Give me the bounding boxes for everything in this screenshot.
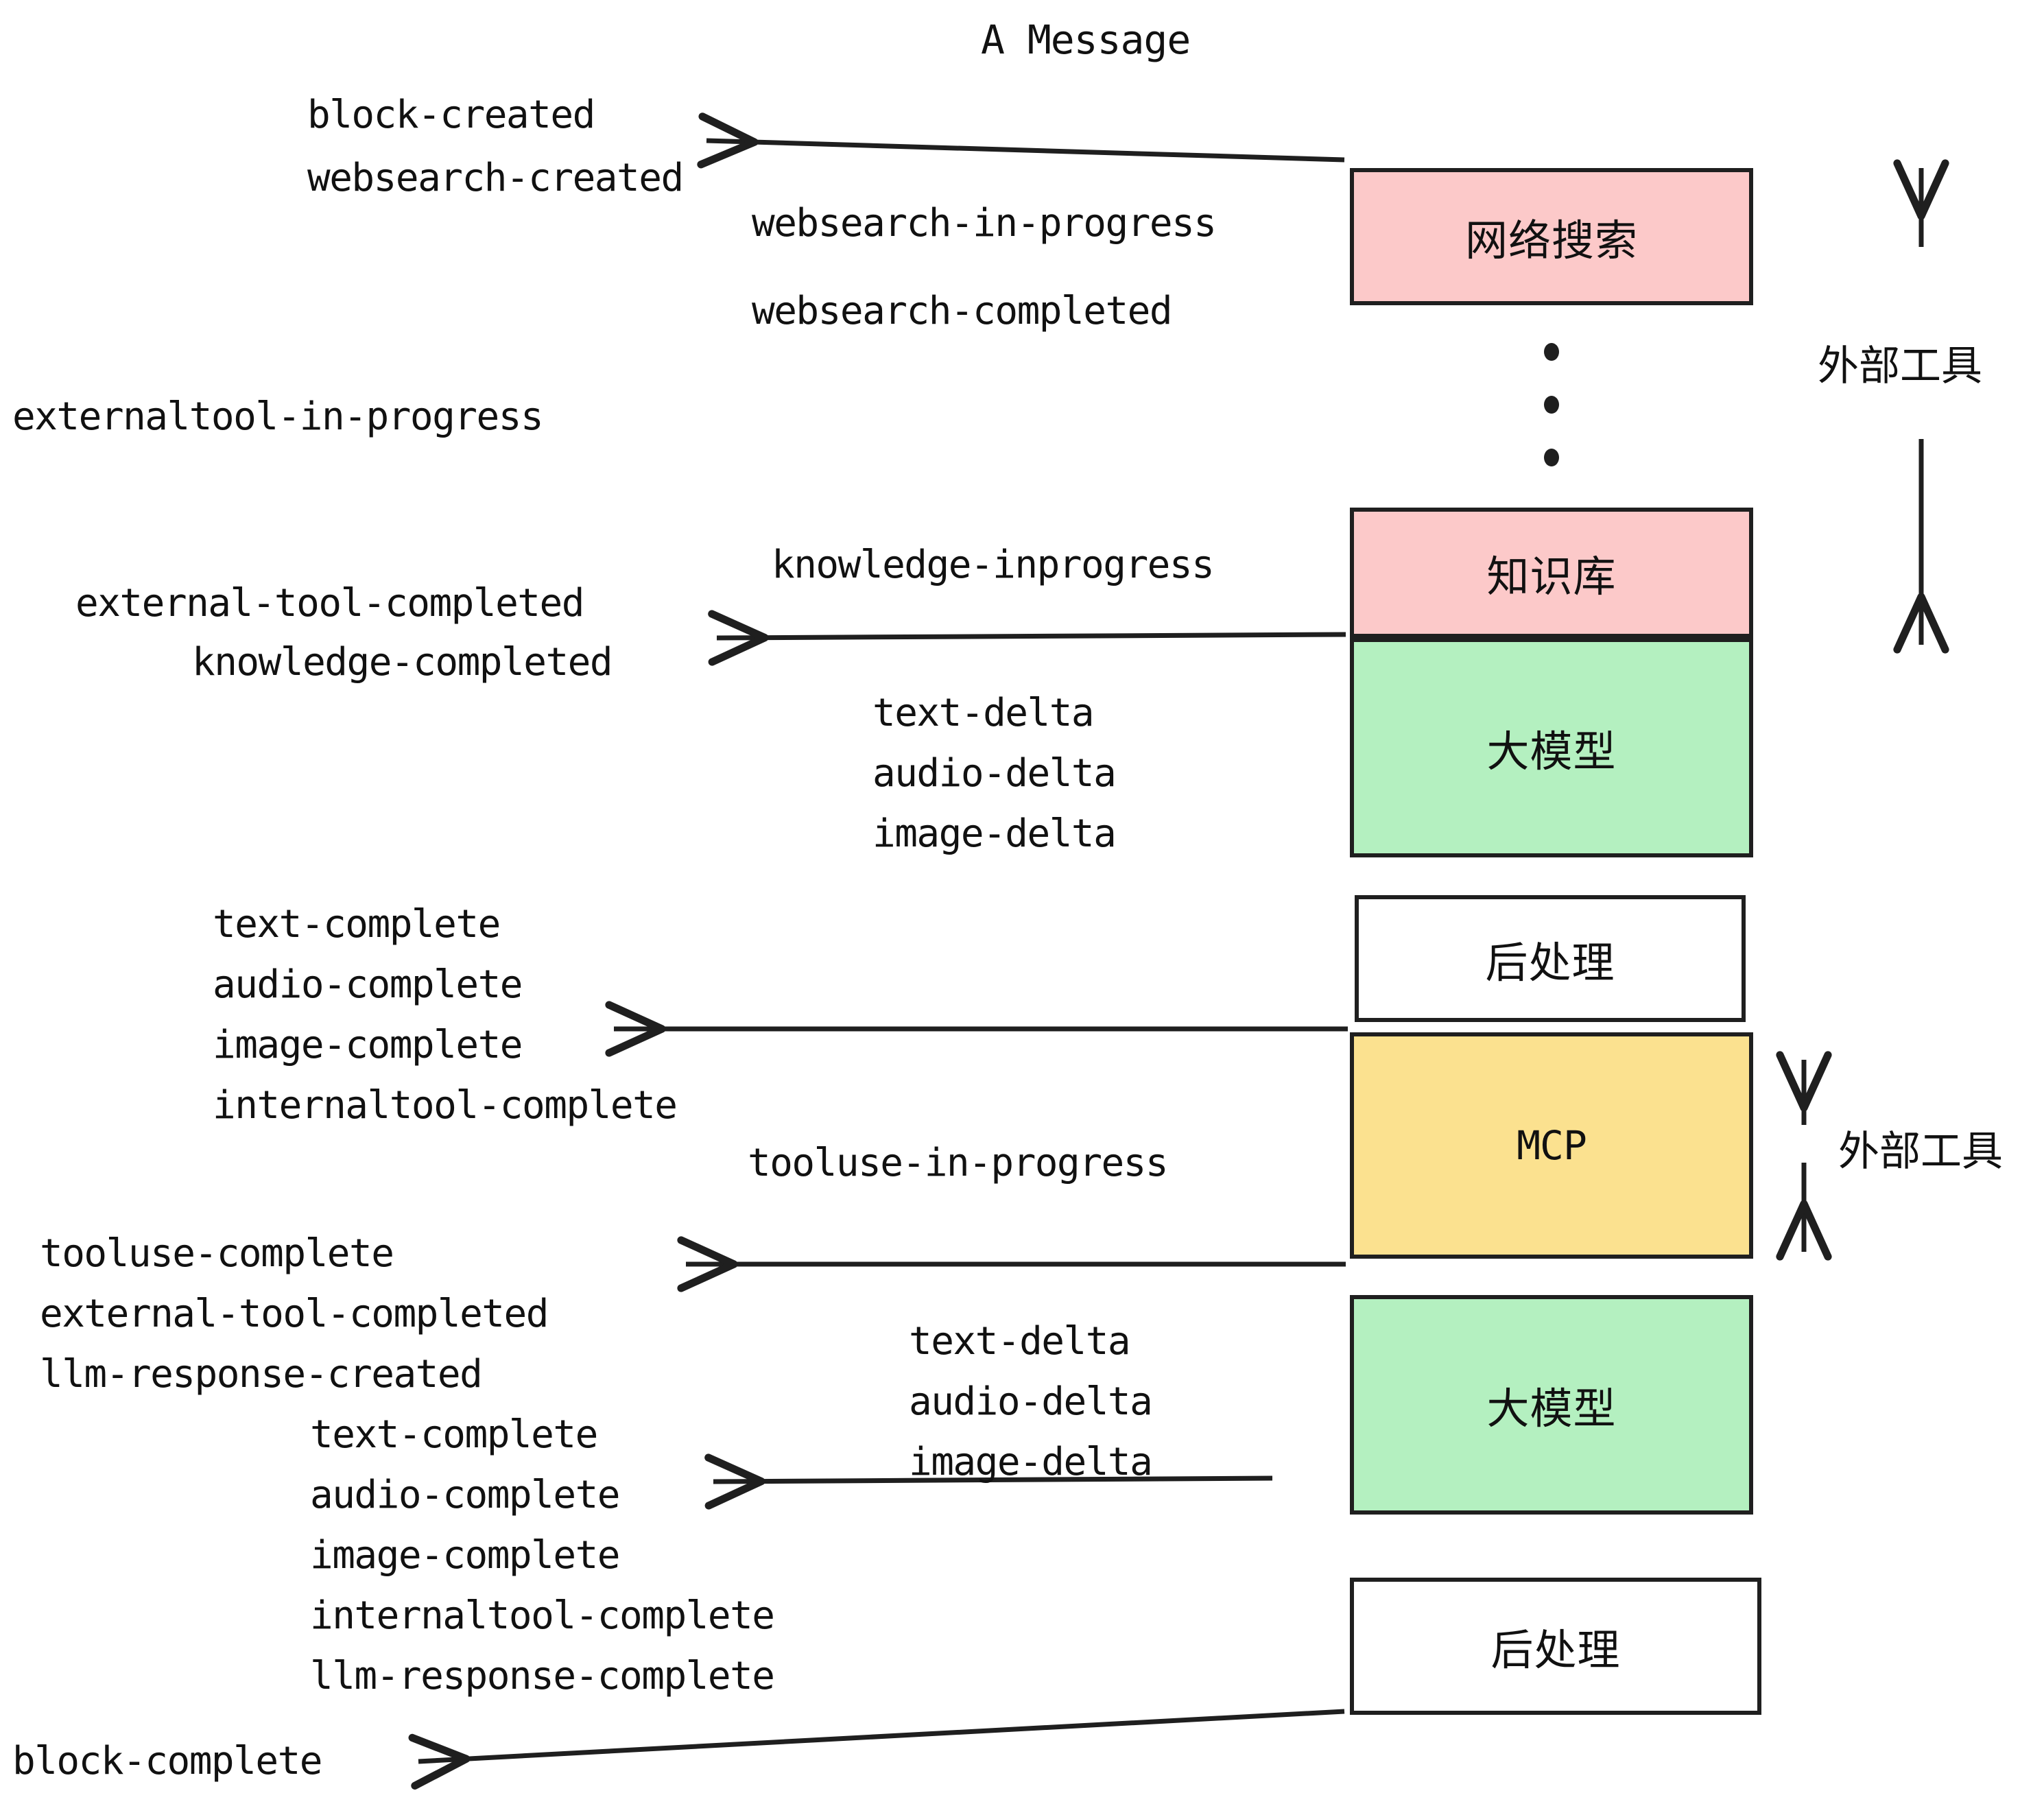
dot-1 (1544, 343, 1559, 361)
event-internaltool-complete-2: internaltool-complete (310, 1593, 775, 1638)
external-tools-bottom-label: 外部工具 (1838, 1128, 2003, 1176)
event-audio-delta-2: audio-delta (909, 1379, 1153, 1424)
event-image-delta-1: image-delta (872, 811, 1117, 856)
node-mcp-label: MCP (1517, 1122, 1587, 1169)
event-audio-delta-1: audio-delta (872, 751, 1117, 796)
event-internaltool-complete-1: internaltool-complete (213, 1083, 678, 1128)
event-knowledge-completed: knowledge-completed (192, 640, 613, 685)
event-external-tool-completed-2: external-tool-completed (40, 1292, 549, 1336)
event-text-delta-2: text-delta (909, 1319, 1131, 1364)
event-tooluse-in-progress: tooluse-in-progress (748, 1141, 1169, 1185)
ellipsis-dots (1543, 343, 1560, 466)
event-block-created: block-created (307, 93, 595, 137)
node-mcp[interactable]: MCP (1350, 1032, 1753, 1259)
node-llm-1-label: 大模型 (1486, 726, 1617, 776)
arrow-knowledge-to-knowledge-completed (708, 610, 1346, 666)
node-llm-2-label: 大模型 (1486, 1384, 1617, 1434)
node-knowledge[interactable]: 知识库 (1350, 508, 1753, 638)
node-postprocess-2[interactable]: 后处理 (1350, 1578, 1761, 1715)
event-audio-complete-2: audio-complete (310, 1473, 621, 1517)
dot-2 (1544, 396, 1559, 414)
event-websearch-completed: websearch-completed (752, 289, 1173, 333)
node-knowledge-label: 知识库 (1486, 551, 1617, 602)
node-websearch[interactable]: 网络搜索 (1350, 168, 1753, 305)
event-websearch-in-progress: websearch-in-progress (752, 201, 1217, 246)
event-llm-response-created: llm-response-created (40, 1352, 483, 1397)
node-postprocess-1[interactable]: 后处理 (1355, 895, 1746, 1022)
event-image-complete-2: image-complete (310, 1533, 621, 1578)
event-image-delta-2: image-delta (909, 1440, 1153, 1484)
event-text-delta-1: text-delta (872, 691, 1095, 735)
event-tooluse-complete: tooluse-complete (40, 1231, 394, 1276)
node-postprocess-1-label: 后处理 (1485, 937, 1615, 988)
event-text-complete-2: text-complete (310, 1412, 598, 1457)
event-knowledge-inprogress: knowledge-inprogress (772, 543, 1215, 587)
event-image-complete-1: image-complete (213, 1023, 523, 1067)
event-audio-complete-1: audio-complete (213, 962, 523, 1007)
node-llm-1[interactable]: 大模型 (1350, 638, 1753, 857)
node-postprocess-2-label: 后处理 (1490, 1625, 1621, 1675)
node-llm-2[interactable]: 大模型 (1350, 1295, 1753, 1515)
dot-3 (1544, 449, 1559, 466)
event-external-tool-completed-1: external-tool-completed (75, 581, 584, 626)
arrow-websearch-to-block-created (697, 112, 1345, 169)
event-text-complete-1: text-complete (213, 902, 501, 947)
diagram-title: A Message (981, 16, 1191, 63)
arrow-postprocess2-to-block-complete (408, 1709, 1345, 1790)
node-websearch-label: 网络搜索 (1464, 215, 1638, 265)
event-externaltool-in-progress: externaltool-in-progress (12, 394, 544, 439)
event-llm-response-complete: llm-response-complete (310, 1654, 775, 1698)
external-tools-top-label: 外部工具 (1818, 342, 1982, 390)
event-websearch-created: websearch-created (307, 156, 684, 200)
event-block-complete: block-complete (12, 1739, 323, 1783)
